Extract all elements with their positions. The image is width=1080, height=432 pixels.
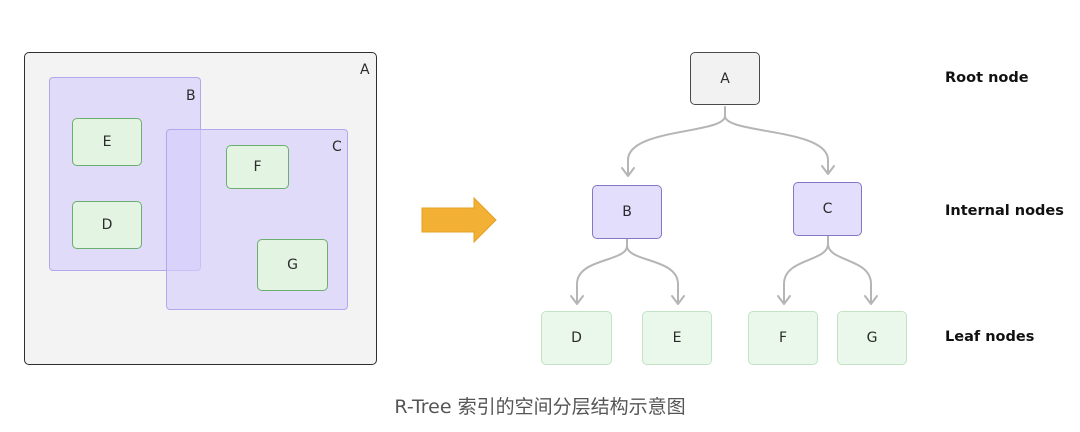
object-f-box: F: [226, 145, 289, 189]
figure-caption: R-Tree 索引的空间分层结构示意图: [394, 396, 686, 418]
tree-node-g: G: [837, 311, 907, 365]
region-a-label: A: [360, 62, 370, 78]
object-d-box: D: [72, 201, 142, 249]
tree-node-d: D: [541, 311, 612, 365]
tree-node-e: E: [642, 311, 712, 365]
region-c-label: C: [332, 139, 342, 155]
object-e-box: E: [72, 118, 142, 166]
leaf-nodes-label: Leaf nodes: [945, 329, 1035, 345]
internal-nodes-label: Internal nodes: [945, 203, 1064, 219]
tree-node-b: B: [592, 185, 662, 239]
tree-node-c: C: [793, 182, 862, 236]
root-node-label: Root node: [945, 70, 1029, 86]
tree-node-a: A: [690, 52, 760, 105]
transform-arrow-icon: [421, 196, 497, 244]
object-g-box: G: [257, 239, 328, 291]
tree-node-f: F: [748, 311, 818, 365]
region-b-label: B: [186, 88, 196, 104]
